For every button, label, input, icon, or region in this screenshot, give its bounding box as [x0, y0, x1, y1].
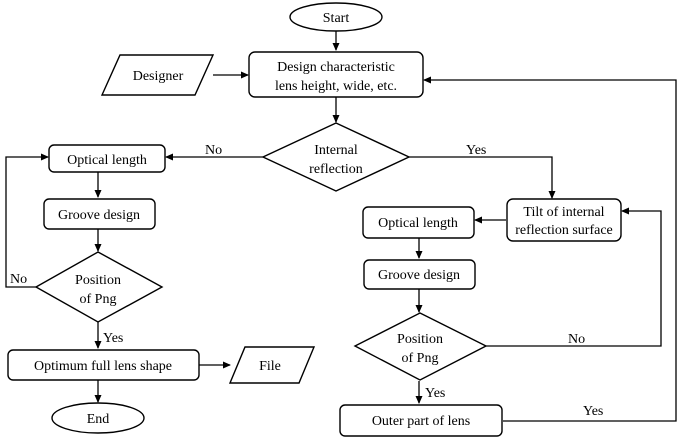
- groove-right-label: Groove design: [378, 268, 460, 283]
- designer-label: Designer: [133, 69, 184, 84]
- position-right-line1: Position: [397, 332, 443, 347]
- optical-right-label: Optical length: [378, 216, 458, 231]
- label-outer-yes: Yes: [583, 404, 603, 419]
- design-char-line1: Design characteristic: [277, 60, 395, 75]
- node-groove-design-left: Groove design: [43, 198, 156, 230]
- internal-line1: Internal: [314, 143, 358, 158]
- position-left-line2: of Png: [80, 292, 117, 307]
- label-internal-no: No: [205, 143, 222, 158]
- node-designer: Designer: [100, 54, 215, 96]
- design-char-line2: lens height, wide, etc.: [275, 79, 397, 94]
- edge-left-loop-no: [5, 153, 49, 288]
- outer-label: Outer part of lens: [372, 414, 470, 429]
- edge-outer-yes-loop: [423, 76, 677, 422]
- node-design-characteristic: Design characteristic lens height, wide,…: [248, 51, 424, 98]
- tilt-line1: Tilt of internal: [523, 205, 604, 220]
- connectors: [5, 31, 677, 422]
- edge-internal-yes: [409, 156, 556, 199]
- node-tilt-internal-reflection: Tilt of internal reflection surface: [506, 198, 622, 242]
- node-optical-length-right: Optical length: [362, 206, 475, 239]
- optical-left-label: Optical length: [67, 153, 147, 168]
- file-label: File: [259, 359, 281, 374]
- node-file: File: [228, 346, 316, 384]
- groove-left-label: Groove design: [58, 208, 140, 223]
- start-label: Start: [323, 11, 350, 26]
- label-right-yes: Yes: [425, 386, 445, 401]
- node-outer-part-of-lens: Outer part of lens: [339, 404, 503, 437]
- label-left-loop-no: No: [10, 272, 27, 287]
- node-internal-reflection: Internal reflection: [261, 122, 411, 192]
- optimum-label: Optimum full lens shape: [34, 359, 172, 374]
- node-optical-length-left: Optical length: [48, 144, 166, 173]
- node-groove-design-right: Groove design: [363, 259, 476, 290]
- edge-labels: No Yes No Yes No Yes Yes: [10, 143, 603, 419]
- position-right-line2: of Png: [402, 351, 439, 366]
- node-start: Start: [289, 2, 383, 32]
- node-position-png-left: Position of Png: [34, 251, 164, 323]
- position-left-line1: Position: [75, 273, 121, 288]
- label-internal-yes: Yes: [466, 143, 486, 158]
- node-end: End: [51, 402, 145, 434]
- label-right-no: No: [568, 332, 585, 347]
- node-position-png-right: Position of Png: [353, 312, 488, 381]
- label-left-yes: Yes: [103, 331, 123, 346]
- tilt-line2: reflection surface: [515, 223, 613, 238]
- node-optimum-full-lens-shape: Optimum full lens shape: [7, 349, 200, 381]
- end-label: End: [87, 412, 110, 427]
- internal-line2: reflection: [309, 162, 363, 177]
- edge-right-no: [486, 207, 662, 347]
